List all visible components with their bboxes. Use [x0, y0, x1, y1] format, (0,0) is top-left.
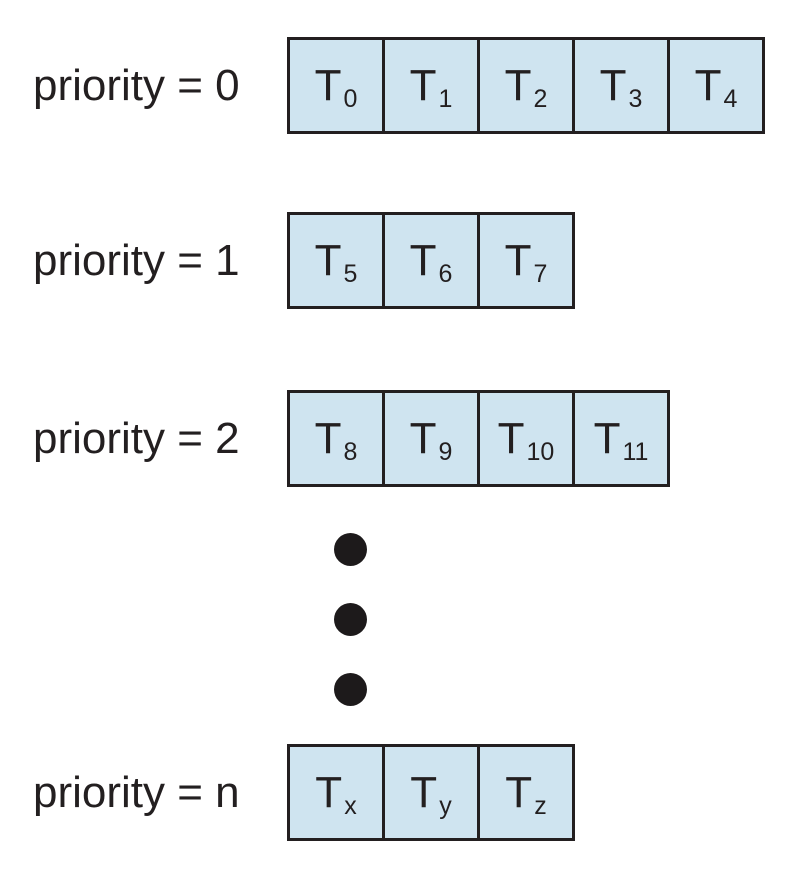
- task-name: T: [505, 767, 533, 817]
- ellipsis: [334, 533, 367, 706]
- priority-2-label: priority = 2: [33, 413, 240, 463]
- task-name: T: [314, 235, 342, 285]
- task-name: T: [409, 60, 437, 110]
- task-subscript: 5: [343, 260, 358, 288]
- task-subscript: 3: [628, 85, 643, 113]
- task-subscript: y: [439, 792, 452, 820]
- task-name: T: [409, 413, 437, 463]
- priority-n-label: priority = n: [33, 767, 240, 817]
- task-subscript: x: [344, 792, 357, 820]
- task-subscript: 6: [438, 260, 453, 288]
- ellipsis-dot: [334, 603, 367, 636]
- task-name: T: [409, 235, 437, 285]
- ellipsis-dot: [334, 673, 367, 706]
- ellipsis-dot: [334, 533, 367, 566]
- task-subscript: 4: [723, 85, 738, 113]
- task-subscript: 1: [438, 85, 453, 113]
- task-name: T: [504, 235, 532, 285]
- task-name: T: [314, 413, 342, 463]
- task-name: T: [410, 767, 438, 817]
- priority-0-label: priority = 0: [33, 60, 240, 110]
- task-name: T: [593, 413, 621, 463]
- task-subscript: 10: [526, 438, 555, 466]
- task-subscript: 7: [533, 260, 548, 288]
- task-subscript: 9: [438, 438, 453, 466]
- task-name: T: [599, 60, 627, 110]
- task-name: T: [694, 60, 722, 110]
- task-subscript: 0: [343, 85, 358, 113]
- task-subscript: 8: [343, 438, 358, 466]
- task-name: T: [497, 413, 525, 463]
- task-subscript: 11: [622, 438, 649, 466]
- task-name: T: [504, 60, 532, 110]
- task-subscript: 2: [533, 85, 548, 113]
- priority-1-label: priority = 1: [33, 235, 240, 285]
- task-name: T: [315, 767, 343, 817]
- task-subscript: z: [534, 792, 547, 820]
- task-name: T: [314, 60, 342, 110]
